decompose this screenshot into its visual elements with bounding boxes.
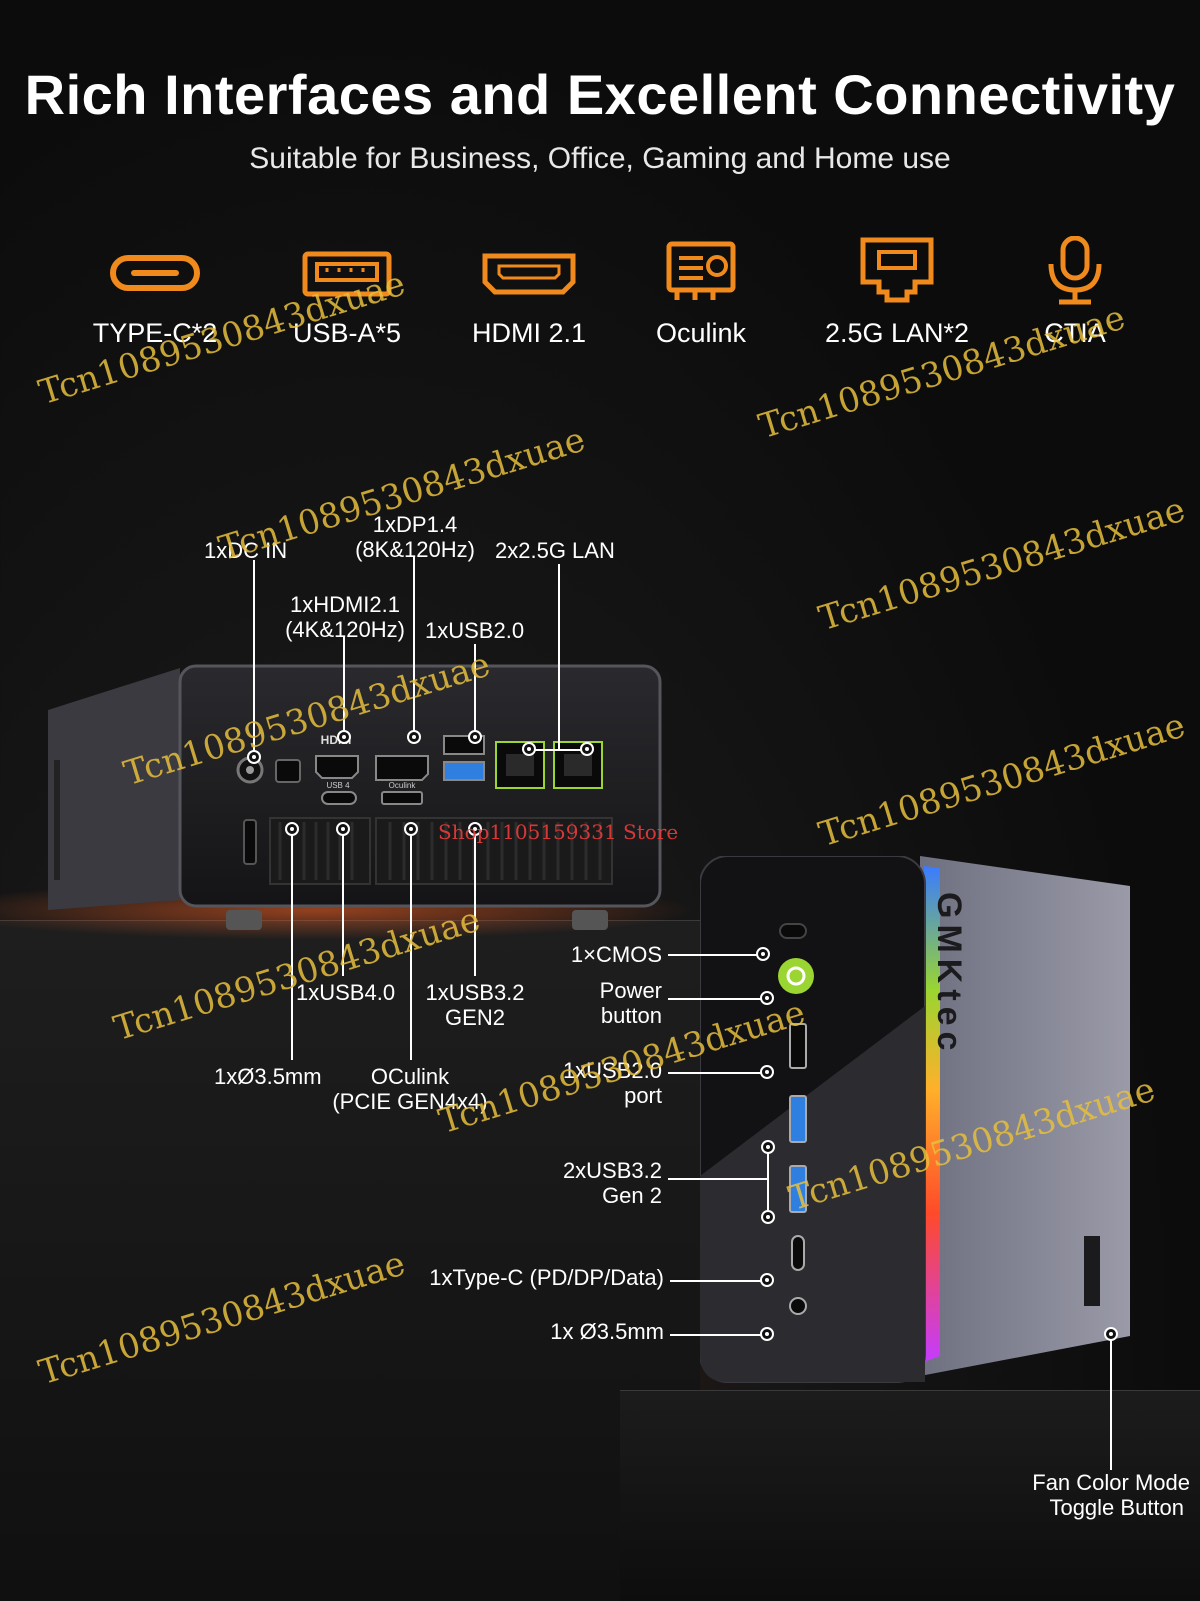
feature-lan: 2.5G LAN*2 [812,236,982,349]
callout-line [253,560,255,756]
label-usb20-front-line1: 1xUSB2.0 [562,1058,662,1083]
store-watermark: Shop1105159331 Store [438,820,679,844]
label-dp-line1: 1xDP1.4 [372,512,458,537]
watermark: Tcn1089530843dxuae [814,705,1190,856]
callout-dot [760,1065,774,1079]
label-audio-rear: 1xØ3.5mm [214,1064,322,1089]
brand-logo: GMKtec [930,892,968,1056]
oculink-port-mark: Oculink [389,781,417,790]
callout-line [342,834,344,976]
page-subtitle: Suitable for Business, Office, Gaming an… [249,142,951,175]
callout-line [474,834,476,976]
feature-usb-a: USB-A*5 [262,236,432,349]
callout-dot [468,730,482,744]
front-pedestal [620,1390,1200,1601]
label-usb32-line1: 1xUSB3.2 [425,980,525,1005]
callout-line [668,1178,768,1180]
callout-dot [761,1140,775,1154]
label-audio-front: 1x Ø3.5mm [550,1319,664,1344]
callout-dot [407,730,421,744]
callout-line [474,644,476,736]
label-oculink-line2: (PCIE GEN4x4) [332,1089,488,1114]
callout-dot [337,730,351,744]
label-power-line1: Power [599,978,662,1003]
usb4-port-mark: USB 4 [326,781,350,790]
callout-dot [756,947,770,961]
usb-c-icon [110,255,200,291]
feature-hdmi: HDMI 2.1 [444,236,614,349]
page-title: Rich Interfaces and Excellent Connectivi… [24,63,1176,126]
front-mini-pc: GMKtec [700,856,1130,1383]
callout-dot [761,1210,775,1224]
label-usb20-rear: 1xUSB2.0 [425,618,525,643]
callout-line [767,1146,769,1214]
callout-line [670,1334,766,1336]
label-oculink-line1: OCulink [370,1064,450,1089]
label-dc-in: 1xDC IN [204,538,288,563]
feature-ctia: CTIA [990,236,1160,349]
callout-dot [1104,1327,1118,1341]
callout-line [668,998,766,1000]
feature-label: USB-A*5 [292,318,402,348]
callout-line [530,749,588,751]
callout-line [670,1280,766,1282]
callout-line [410,834,412,1060]
callout-dot [580,742,594,756]
callout-line [668,1072,766,1074]
callout-line [1110,1340,1112,1470]
label-usb20-front-line2: port [624,1083,662,1108]
label-usb32-front-line2: Gen 2 [602,1183,662,1208]
callout-line [558,564,560,750]
oculink-icon [666,241,736,300]
feature-label: CTIA [1044,318,1106,348]
label-dp-line2: (8K&120Hz) [355,537,475,562]
callout-line [413,556,415,736]
label-usb32-front-line1: 2xUSB3.2 [562,1158,662,1183]
label-cmos: 1×CMOS [570,942,662,967]
callout-dot [522,742,536,756]
label-usb32-line2: GEN2 [445,1005,505,1030]
label-fan-line2: Toggle Button [1049,1495,1184,1520]
feature-label: 2.5G LAN*2 [824,318,970,348]
watermark: Tcn1089530843dxuae [814,489,1190,640]
callout-dot [760,1327,774,1341]
label-lan: 2x2.5G LAN [495,538,615,563]
label-usb40: 1xUSB4.0 [296,980,396,1005]
callout-line [291,834,293,1060]
feature-label: HDMI 2.1 [471,318,587,348]
label-hdmi-line2: (4K&120Hz) [285,617,405,642]
rear-mini-pc: HDMI USB 4 Oculink [48,664,662,930]
usb-a-icon [302,251,392,297]
rear-pedestal [0,920,700,1601]
callout-dot [760,991,774,1005]
microphone-icon [1048,236,1102,305]
feature-label: Oculink [655,318,747,348]
label-fan-line1: Fan Color Mode [1032,1470,1190,1495]
callout-dot [247,750,261,764]
label-power-line2: button [600,1003,662,1028]
hdmi-icon [482,253,576,295]
callout-line [668,954,762,956]
label-hdmi-line1: 1xHDMI2.1 [289,592,401,617]
feature-oculink: Oculink [616,236,786,349]
callout-line [343,636,345,736]
feature-label: TYPE-C*2 [92,318,218,348]
feature-type-c: TYPE-C*2 [70,236,240,349]
callout-dot [760,1273,774,1287]
lan-icon [860,237,934,303]
label-typec-front: 1xType-C (PD/DP/Data) [429,1265,664,1290]
